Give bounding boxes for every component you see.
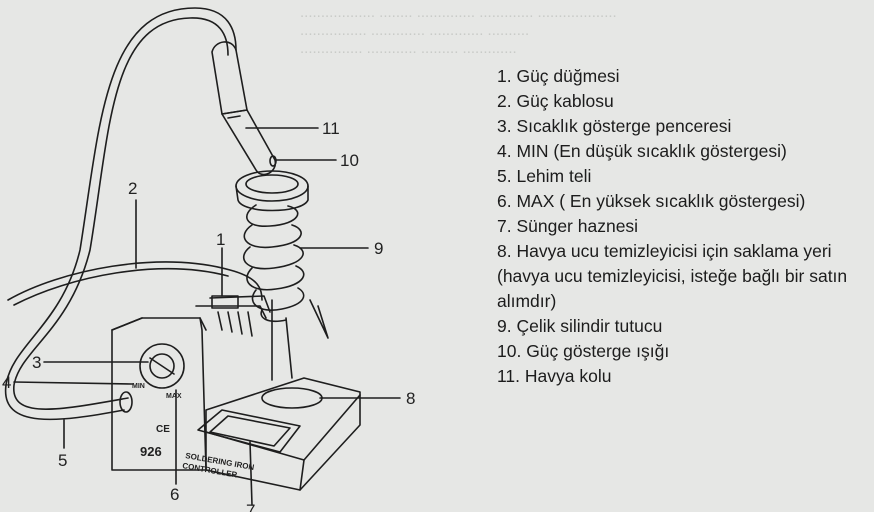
- ce-mark: CE: [156, 424, 170, 435]
- leader-4: [13, 381, 133, 385]
- callout-5: 5: [58, 451, 67, 470]
- solder-wire-inner: [4, 7, 237, 421]
- callout-1: 1: [216, 230, 225, 249]
- callout-11: 11: [322, 119, 340, 138]
- legend-item-10: 10. Güç gösterge ışığı: [497, 341, 670, 361]
- model-number: 926: [140, 444, 162, 459]
- legend-item-3: 3. Sıcaklık gösterge penceresi: [497, 116, 732, 136]
- callout-7: 7: [246, 501, 255, 512]
- parts-legend: 1. Güç düğmesi 2. Güç kablosu 3. Sıcaklı…: [497, 64, 869, 389]
- legend-item-11: 11. Havya kolu: [497, 366, 612, 386]
- solder-wire: [13, 17, 229, 410]
- steel-coil-holder: [243, 204, 305, 323]
- bleed-through-text: .................. ........ ............…: [300, 4, 617, 57]
- legend-item-8: 8. Havya ucu temizleyicisi için saklama …: [497, 241, 848, 311]
- callout-6: 6: [170, 485, 179, 504]
- legend-item-2: 2. Güç kablosu: [497, 91, 614, 111]
- legend-item-4: 4. MIN (En düşük sıcaklık göstergesi): [497, 141, 787, 161]
- sponge-reservoir: [197, 409, 301, 453]
- iron-tip: [309, 299, 329, 339]
- power-switch: [211, 295, 239, 309]
- power-cable: [7, 261, 263, 301]
- max-label: MAX: [166, 393, 182, 400]
- base-tray: [197, 377, 361, 491]
- min-label: MIN: [132, 383, 145, 390]
- callout-2: 2: [128, 179, 137, 198]
- legend-item-5: 5. Lehim teli: [497, 166, 592, 186]
- legend-item-9: 9. Çelik silindir tutucu: [497, 316, 663, 336]
- legend-item-6: 6. MAX ( En yüksek sıcaklık göstergesi): [497, 191, 806, 211]
- legend-item-1: 1. Güç düğmesi: [497, 66, 620, 86]
- callout-10: 10: [340, 151, 359, 170]
- leader-7: [249, 441, 253, 506]
- power-cable-inner: [13, 268, 229, 306]
- callout-3: 3: [32, 353, 41, 372]
- callout-4: 4: [2, 373, 11, 392]
- tip-cleaner-storage: [261, 387, 323, 409]
- callout-9: 9: [374, 239, 383, 258]
- iron-handle: [211, 41, 277, 176]
- callout-8: 8: [406, 389, 415, 408]
- temperature-knob: [139, 343, 185, 389]
- legend-item-7: 7. Sünger haznesi: [497, 216, 639, 236]
